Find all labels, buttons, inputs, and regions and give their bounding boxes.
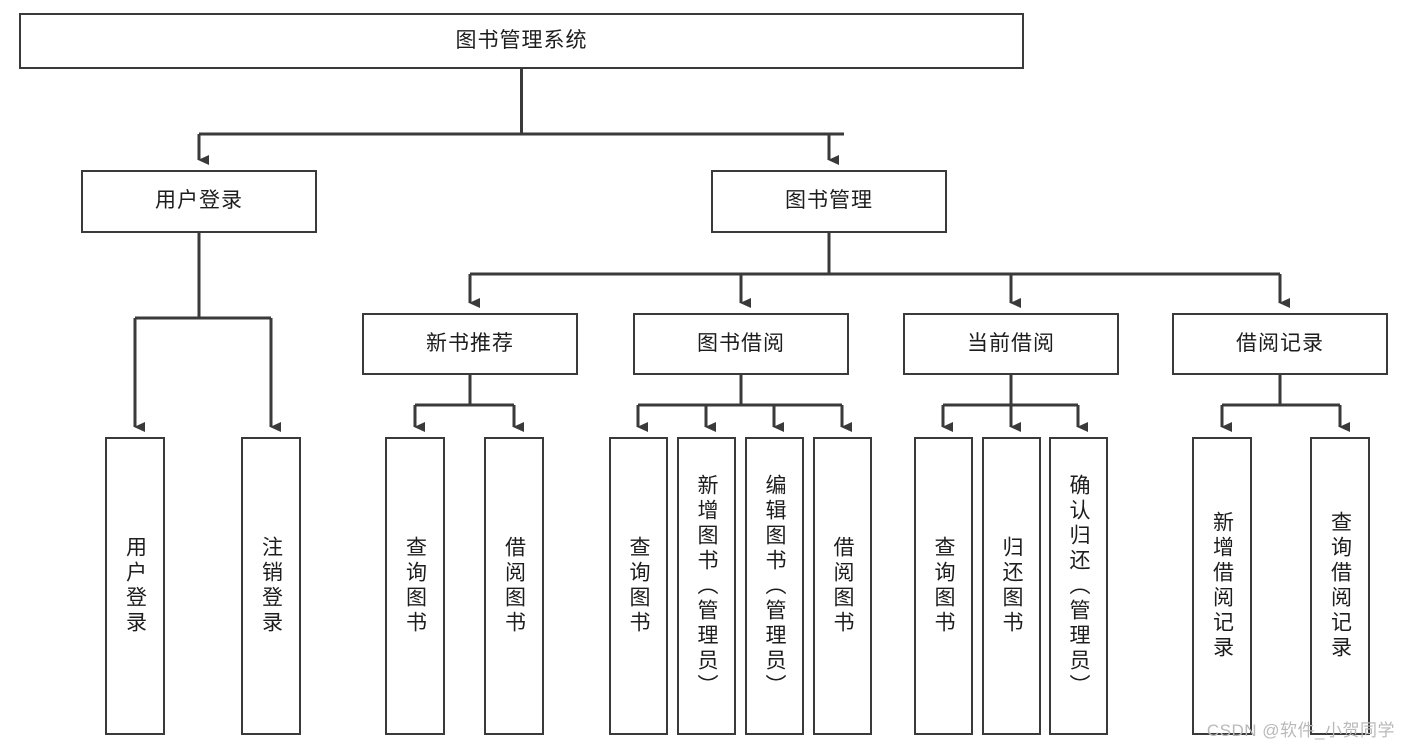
node-leaf-add-book[interactable]: 新增图书（管理员） [677,437,736,735]
node-leaf-return-book[interactable]: 归还图书 [982,437,1041,735]
node-book-borrow[interactable]: 图书借阅 [633,313,849,375]
node-leaf-logout-label: 注销登录 [259,536,283,636]
node-leaf-borrow-book-2-label: 借阅图书 [831,536,854,636]
node-root-label: 图书管理系统 [455,28,588,52]
node-current-borrow[interactable]: 当前借阅 [903,313,1119,375]
node-leaf-confirm-return[interactable]: 确认归还（管理员） [1049,437,1108,735]
node-leaf-add-book-label: 新增图书（管理员） [695,473,718,699]
node-leaf-add-record[interactable]: 新增借阅记录 [1192,437,1252,735]
node-leaf-query-record-label: 查询借阅记录 [1328,511,1352,661]
node-leaf-confirm-return-label: 确认归还（管理员） [1067,473,1090,699]
node-book-manage-label: 图书管理 [785,189,873,213]
node-leaf-user-login-label: 用户登录 [123,536,147,636]
node-leaf-borrow-book-1[interactable]: 借阅图书 [484,437,544,735]
node-leaf-borrow-book-1-label: 借阅图书 [502,536,526,636]
node-leaf-add-record-label: 新增借阅记录 [1210,511,1234,661]
node-book-borrow-label: 图书借阅 [697,331,785,355]
node-leaf-query-book-1-label: 查询图书 [403,536,427,636]
node-leaf-user-login[interactable]: 用户登录 [105,437,165,735]
node-leaf-return-book-label: 归还图书 [1000,536,1023,636]
node-borrow-record[interactable]: 借阅记录 [1172,313,1388,375]
node-leaf-edit-book-label: 编辑图书（管理员） [763,473,786,699]
node-leaf-query-record[interactable]: 查询借阅记录 [1310,437,1370,735]
node-user-login[interactable]: 用户登录 [81,170,317,233]
node-book-manage[interactable]: 图书管理 [711,170,947,233]
node-borrow-record-label: 借阅记录 [1236,331,1324,355]
node-new-book-rec-label: 新书推荐 [426,331,514,355]
node-leaf-query-book-2[interactable]: 查询图书 [609,437,668,735]
node-leaf-logout[interactable]: 注销登录 [241,437,301,735]
watermark-text: CSDN @软件_小贺同学 [1206,721,1395,740]
node-new-book-rec[interactable]: 新书推荐 [362,313,578,375]
node-leaf-borrow-book-2[interactable]: 借阅图书 [813,437,872,735]
node-user-login-label: 用户登录 [155,189,243,213]
node-leaf-edit-book[interactable]: 编辑图书（管理员） [745,437,804,735]
node-leaf-query-book-1[interactable]: 查询图书 [385,437,445,735]
node-leaf-query-book-3-label: 查询图书 [932,536,955,636]
node-leaf-query-book-3[interactable]: 查询图书 [914,437,973,735]
node-current-borrow-label: 当前借阅 [967,331,1055,355]
node-root[interactable]: 图书管理系统 [19,13,1024,69]
node-leaf-query-book-2-label: 查询图书 [627,536,650,636]
